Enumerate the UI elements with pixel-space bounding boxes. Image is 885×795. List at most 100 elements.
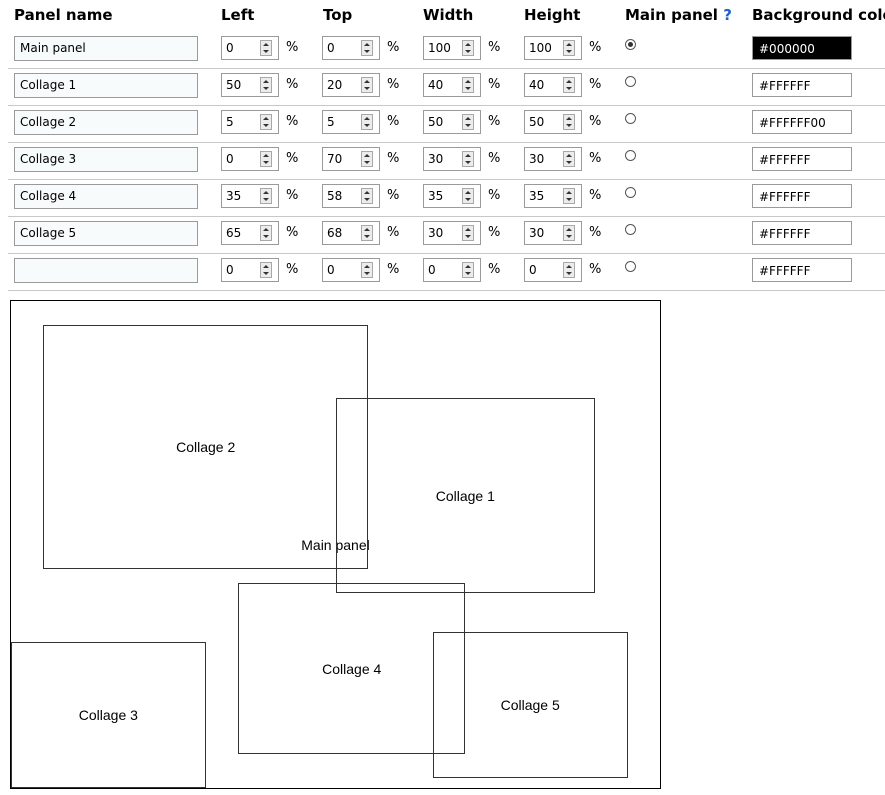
height-stepper[interactable]: 50 xyxy=(524,110,582,134)
spin-arrows-icon[interactable] xyxy=(462,40,474,56)
spin-arrows-icon[interactable] xyxy=(462,77,474,93)
left-stepper[interactable]: 65 xyxy=(221,221,279,245)
spin-arrows-icon[interactable] xyxy=(563,262,575,278)
panel-name-input[interactable]: Collage 2 xyxy=(14,110,198,135)
spin-arrows-icon[interactable] xyxy=(462,114,474,130)
unit-label: % xyxy=(488,114,501,129)
background-color-input[interactable]: #000000 xyxy=(752,36,852,60)
preview-panel[interactable]: Collage 5 xyxy=(432,632,628,779)
spin-arrows-icon[interactable] xyxy=(260,40,272,56)
panel-name-input[interactable]: Collage 4 xyxy=(14,184,198,209)
preview-panel[interactable]: Collage 4 xyxy=(238,583,466,754)
spin-arrows-icon[interactable] xyxy=(260,151,272,167)
left-stepper[interactable]: 50 xyxy=(221,73,279,97)
panel-name-input[interactable] xyxy=(14,258,198,283)
header-main-panel: Main panel ? xyxy=(625,6,732,24)
width-stepper[interactable]: 100 xyxy=(423,36,481,60)
background-color-input[interactable]: #FFFFFF xyxy=(752,184,852,208)
spin-arrows-icon[interactable] xyxy=(563,151,575,167)
spin-arrows-icon[interactable] xyxy=(462,151,474,167)
spin-arrows-icon[interactable] xyxy=(563,188,575,204)
unit-label: % xyxy=(488,262,501,277)
unit-label: % xyxy=(387,225,400,240)
height-stepper[interactable]: 100 xyxy=(524,36,582,60)
panel-name-input[interactable]: Collage 5 xyxy=(14,221,198,246)
background-color-input[interactable]: #FFFFFF xyxy=(752,258,852,282)
top-stepper[interactable]: 58 xyxy=(322,184,380,208)
unit-label: % xyxy=(589,40,602,55)
background-color-input[interactable]: #FFFFFF00 xyxy=(752,110,852,134)
top-stepper[interactable]: 0 xyxy=(322,36,380,60)
top-stepper[interactable]: 0 xyxy=(322,258,380,282)
unit-label: % xyxy=(387,114,400,129)
spin-arrows-icon[interactable] xyxy=(462,225,474,241)
spin-arrows-icon[interactable] xyxy=(563,114,575,130)
preview-panel[interactable]: Collage 1 xyxy=(335,398,596,594)
main-panel-radio[interactable] xyxy=(625,76,636,87)
help-icon[interactable]: ? xyxy=(723,6,732,24)
panel-row: Collage 3 0 % 70 % 30 % 30 % #FFFFFF xyxy=(8,142,885,180)
preview-panel[interactable]: Collage 2 xyxy=(43,325,368,569)
spin-arrows-icon[interactable] xyxy=(462,262,474,278)
spin-arrows-icon[interactable] xyxy=(361,262,373,278)
background-color-input[interactable]: #FFFFFF xyxy=(752,147,852,171)
background-color-input[interactable]: #FFFFFF xyxy=(752,221,852,245)
spin-arrows-icon[interactable] xyxy=(361,77,373,93)
preview-panel[interactable]: Collage 3 xyxy=(11,641,206,788)
spin-arrows-icon[interactable] xyxy=(563,40,575,56)
width-stepper[interactable]: 30 xyxy=(423,221,481,245)
left-stepper[interactable]: 0 xyxy=(221,36,279,60)
panel-name-input[interactable]: Collage 1 xyxy=(14,73,198,98)
panel-name-input[interactable]: Collage 3 xyxy=(14,147,198,172)
background-color-input[interactable]: #FFFFFF xyxy=(752,73,852,97)
width-stepper[interactable]: 30 xyxy=(423,147,481,171)
left-stepper[interactable]: 0 xyxy=(221,147,279,171)
width-stepper[interactable]: 40 xyxy=(423,73,481,97)
panel-name-input[interactable]: Main panel xyxy=(14,36,198,61)
spin-arrows-icon[interactable] xyxy=(563,225,575,241)
top-stepper[interactable]: 68 xyxy=(322,221,380,245)
unit-label: % xyxy=(488,225,501,240)
height-stepper[interactable]: 40 xyxy=(524,73,582,97)
spin-arrows-icon[interactable] xyxy=(260,77,272,93)
spin-arrows-icon[interactable] xyxy=(260,114,272,130)
top-stepper[interactable]: 5 xyxy=(322,110,380,134)
spin-arrows-icon[interactable] xyxy=(462,188,474,204)
left-stepper[interactable]: 5 xyxy=(221,110,279,134)
height-stepper[interactable]: 30 xyxy=(524,221,582,245)
unit-label: % xyxy=(286,151,299,166)
top-stepper[interactable]: 70 xyxy=(322,147,380,171)
left-stepper[interactable]: 35 xyxy=(221,184,279,208)
width-stepper[interactable]: 35 xyxy=(423,184,481,208)
main-panel-radio[interactable] xyxy=(625,150,636,161)
panel-row: 0 % 0 % 0 % 0 % #FFFFFF xyxy=(8,253,885,291)
spin-arrows-icon[interactable] xyxy=(260,225,272,241)
unit-label: % xyxy=(589,188,602,203)
spin-arrows-icon[interactable] xyxy=(361,114,373,130)
unit-label: % xyxy=(387,151,400,166)
main-panel-radio[interactable] xyxy=(625,113,636,124)
main-panel-radio[interactable] xyxy=(625,39,636,50)
height-stepper[interactable]: 35 xyxy=(524,184,582,208)
main-panel-radio[interactable] xyxy=(625,187,636,198)
spin-arrows-icon[interactable] xyxy=(361,151,373,167)
unit-label: % xyxy=(286,225,299,240)
main-panel-radio[interactable] xyxy=(625,261,636,272)
unit-label: % xyxy=(286,77,299,92)
spin-arrows-icon[interactable] xyxy=(260,262,272,278)
spin-arrows-icon[interactable] xyxy=(260,188,272,204)
spin-arrows-icon[interactable] xyxy=(361,188,373,204)
spin-arrows-icon[interactable] xyxy=(563,77,575,93)
height-stepper[interactable]: 0 xyxy=(524,258,582,282)
spin-arrows-icon[interactable] xyxy=(361,225,373,241)
preview-panel-label: Collage 1 xyxy=(435,487,495,504)
spin-arrows-icon[interactable] xyxy=(361,40,373,56)
main-panel-radio[interactable] xyxy=(625,224,636,235)
header-width: Width xyxy=(423,6,474,24)
height-stepper[interactable]: 30 xyxy=(524,147,582,171)
top-stepper[interactable]: 20 xyxy=(322,73,380,97)
left-stepper[interactable]: 0 xyxy=(221,258,279,282)
width-stepper[interactable]: 50 xyxy=(423,110,481,134)
width-stepper[interactable]: 0 xyxy=(423,258,481,282)
